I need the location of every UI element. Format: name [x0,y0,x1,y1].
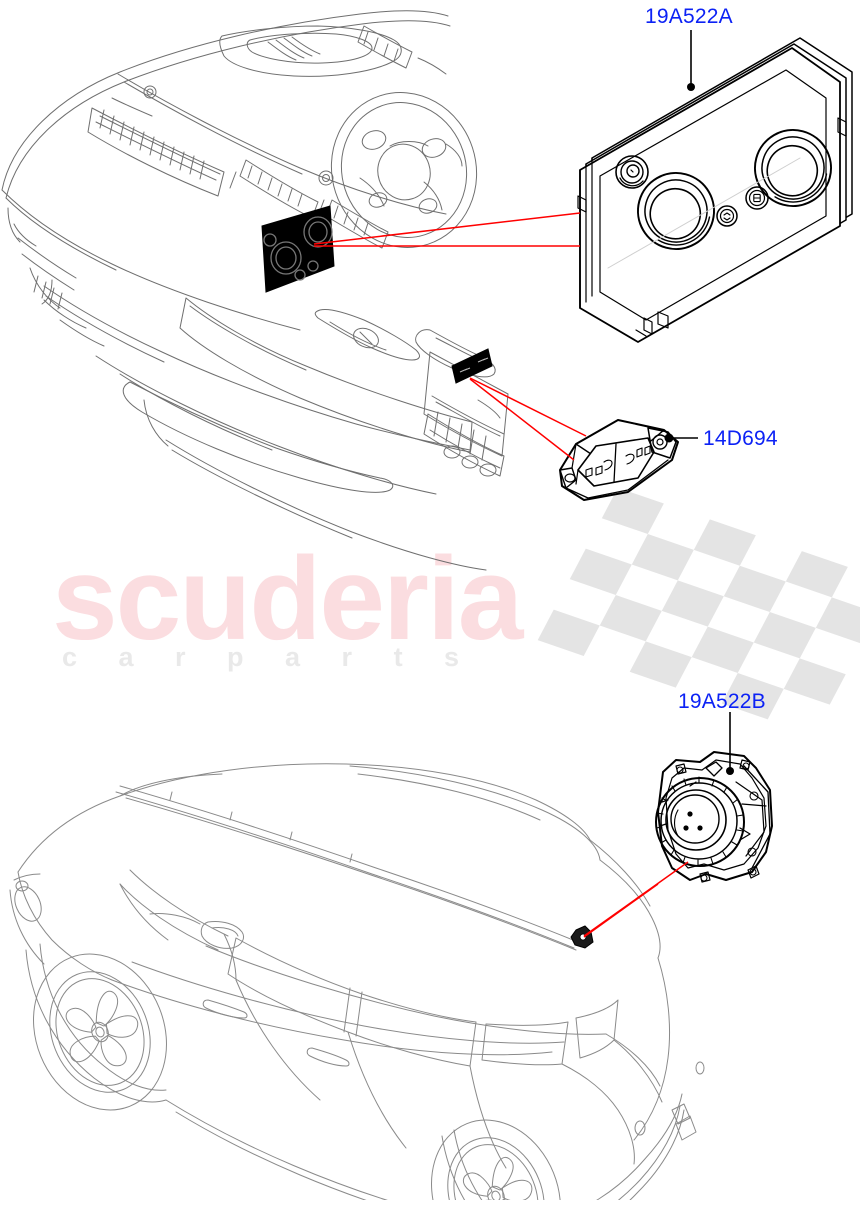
callout-label-19a522b: 19A522B [678,690,766,713]
leader-line-group-rear-module [583,861,689,938]
callout-label-14d694: 14D694 [703,427,778,450]
rear-seat-heater-switch [559,419,679,501]
callout-pointer-14d694 [664,433,698,443]
rear-climate-control-module [655,751,773,883]
watermark-tagline: c a r p a r t s [62,642,477,672]
watermark-brand: scuderia [52,533,523,665]
callout-label-19a522a: 19A522A [645,5,733,28]
console-seat-heater-location [451,348,493,384]
callout-pointer-19a522b [726,712,734,775]
leader-line-group-front-panel [313,212,581,247]
console-climate-panel-location [261,205,335,293]
front-climate-control-panel [577,37,853,343]
vehicle-exterior-view [9,763,705,1205]
leader-line-group-seat-heater [469,377,587,461]
rear-module-mount-marker [570,925,594,949]
callout-pointer-19a522a [687,30,695,91]
